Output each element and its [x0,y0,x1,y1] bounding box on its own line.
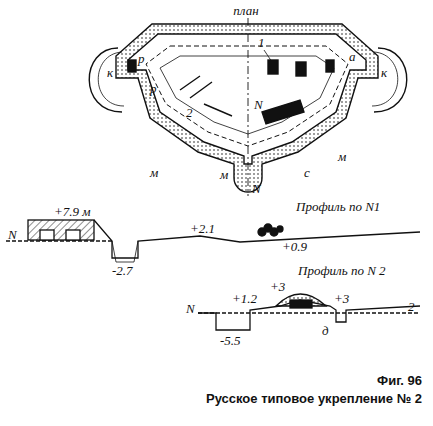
plan [89,18,407,196]
part-letter: м [338,150,346,163]
section-title: Профиль по N1 [296,200,380,213]
plan-title: план [233,4,258,17]
elevation: +0.9 [282,240,307,253]
part-letter: м [220,168,228,181]
part-letter: с [304,166,310,179]
elevation: +2.1 [190,222,215,235]
part-letter: д [322,324,329,337]
profile-n1 [6,220,420,262]
elevation: +7.9 м [54,205,91,218]
section-title: Профиль по N 2 [298,264,386,277]
caption: Русское типовое укрепление № 2 [206,392,422,405]
section-mark: N [186,302,195,315]
section-mark: N [8,228,17,241]
callout-number: 1 [258,36,265,49]
elevation: -5.5 [220,334,241,347]
section-mark: N [254,98,263,111]
elevation: +3 [270,280,285,293]
elevation: +1.2 [232,292,257,305]
part-letter: а [349,50,356,63]
elevation: -2.7 [112,264,133,277]
part-letter: м [150,166,158,179]
part-letter: р [150,82,157,95]
profile-n2 [198,294,420,330]
elevation: +3 [334,292,349,305]
part-letter: р [138,52,145,65]
figure-number: Фиг. 96 [377,374,422,387]
part-letter: к [381,66,387,79]
part-letter: к [107,66,113,79]
section-mark: N [252,182,261,195]
section-mark: 2 [408,300,415,313]
callout-number: 2 [186,106,193,119]
